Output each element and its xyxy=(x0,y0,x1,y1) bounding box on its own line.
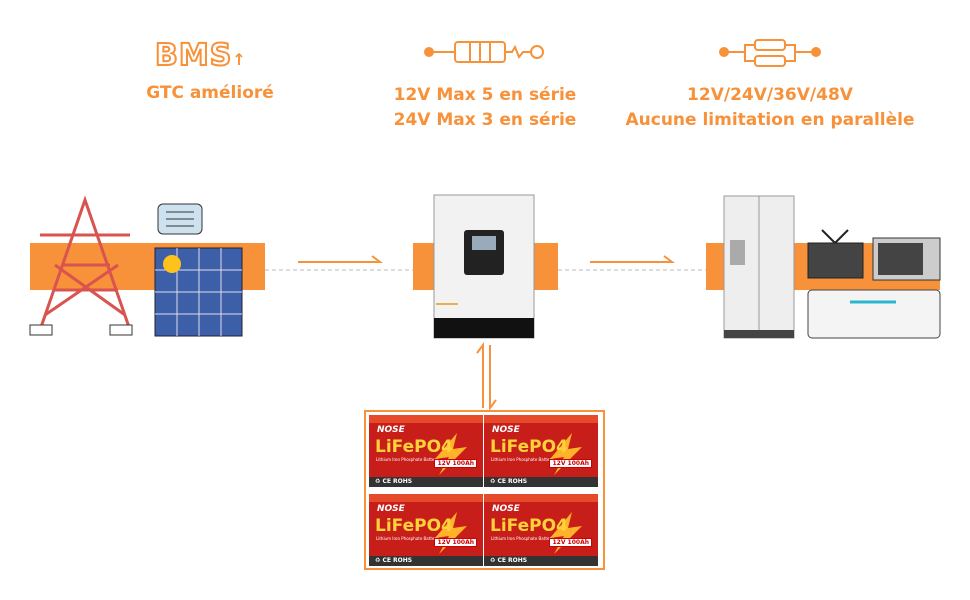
feature-parallel-line2: Aucune limitation en parallèle xyxy=(625,110,915,130)
battery-logo: NOSE xyxy=(492,504,520,514)
bms-icon: BMS↑ xyxy=(154,37,247,74)
battery-capacity: 12V 100Ah xyxy=(434,459,477,468)
refrigerator-icon xyxy=(723,195,795,339)
battery-chemistry: LiFePO4 xyxy=(490,516,568,536)
solar-panel-icon xyxy=(154,247,243,337)
battery-certifications: ♻ CE ROHS xyxy=(490,557,528,564)
feature-parallel-line1: 12V/24V/36V/48V xyxy=(687,85,853,105)
series-connection-icon xyxy=(424,41,544,63)
battery-subtitle: Lithium Iron Phosphate Battery xyxy=(376,536,439,541)
air-conditioner-icon xyxy=(807,289,941,339)
battery-subtitle: Lithium Iron Phosphate Battery xyxy=(376,457,439,462)
battery-capacity: 12V 100Ah xyxy=(434,538,477,547)
battery-chemistry: LiFePO4 xyxy=(375,437,453,457)
power-tower-icon xyxy=(29,195,133,336)
battery-certifications: ♻ CE ROHS xyxy=(375,557,413,564)
battery-chemistry: LiFePO4 xyxy=(375,516,453,536)
inverter-icon xyxy=(433,194,535,339)
battery-bank-frame xyxy=(364,410,605,570)
parallel-connection-icon xyxy=(719,39,821,67)
battery-logo: NOSE xyxy=(377,425,405,435)
battery-capacity: 12V 100Ah xyxy=(549,538,592,547)
battery-subtitle: Lithium Iron Phosphate Battery xyxy=(491,536,554,541)
battery-logo: NOSE xyxy=(492,425,520,435)
battery-certifications: ♻ CE ROHS xyxy=(490,478,528,485)
battery-logo: NOSE xyxy=(377,504,405,514)
feature-bms-text: GTC amélioré xyxy=(146,83,274,103)
microwave-icon xyxy=(872,237,941,281)
tv-icon xyxy=(807,229,864,279)
arrow-icon xyxy=(298,255,675,411)
battery-chemistry: LiFePO4 xyxy=(490,437,568,457)
wind-turbine-icon xyxy=(157,203,203,235)
feature-series-line2: 24V Max 3 en série xyxy=(393,110,577,130)
battery-capacity: 12V 100Ah xyxy=(549,459,592,468)
battery-certifications: ♻ CE ROHS xyxy=(375,478,413,485)
battery-subtitle: Lithium Iron Phosphate Battery xyxy=(491,457,554,462)
feature-series-line1: 12V Max 5 en série xyxy=(393,85,577,105)
